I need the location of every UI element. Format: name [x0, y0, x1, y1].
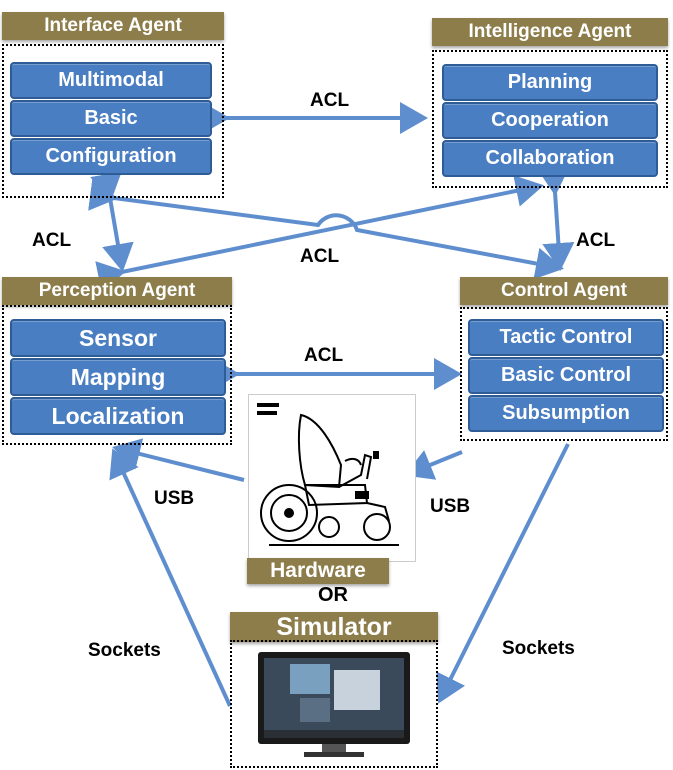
- acl-label-top: ACL: [310, 90, 350, 111]
- arrow-simulator-perception: [109, 448, 232, 707]
- module-basic: Basic: [10, 100, 212, 137]
- perception-agent-title: Perception Agent: [2, 277, 232, 305]
- module-cooperation: Cooperation: [442, 102, 658, 139]
- intelligence-agent: Intelligence Agent Planning Cooperation …: [432, 18, 668, 188]
- acl-label-middle: ACL: [304, 345, 344, 366]
- module-collaboration: Collaboration: [442, 140, 658, 177]
- acl-label-left: ACL: [32, 230, 72, 251]
- arrow-hardware-perception: [112, 438, 245, 482]
- interface-agent: Interface Agent Multimodal Basic Configu…: [2, 12, 224, 198]
- module-multimodal: Multimodal: [10, 62, 212, 99]
- module-basic-control: Basic Control: [468, 357, 664, 394]
- sockets-label-right: Sockets: [502, 638, 575, 659]
- wheelchair-icon: [257, 403, 399, 546]
- usb-label-left: USB: [154, 488, 195, 509]
- module-subsumption: Subsumption: [468, 395, 664, 432]
- intelligence-agent-title: Intelligence Agent: [432, 18, 668, 46]
- usb-label-right: USB: [430, 496, 471, 517]
- monitor-icon: [258, 652, 410, 757]
- module-localization: Localization: [10, 397, 226, 435]
- simulator-label: Simulator: [230, 612, 438, 642]
- arrow-control-simulator: [436, 443, 570, 704]
- perception-agent: Perception Agent Sensor Mapping Localiza…: [2, 277, 232, 445]
- arrow-control-hardware: [404, 450, 463, 480]
- module-mapping: Mapping: [10, 358, 226, 396]
- control-agent: Control Agent Tactic Control Basic Contr…: [460, 277, 668, 441]
- sockets-label-left: Sockets: [88, 640, 161, 661]
- module-sensor: Sensor: [10, 319, 226, 357]
- arrow-intelligence-control: [537, 166, 575, 271]
- control-agent-title: Control Agent: [460, 277, 668, 305]
- arrow-interface-perception: [90, 171, 134, 272]
- acl-label-right: ACL: [576, 230, 616, 251]
- simulator: Simulator: [230, 612, 440, 770]
- module-planning: Planning: [442, 64, 658, 101]
- module-configuration: Configuration: [10, 138, 212, 175]
- acl-label-center: ACL: [300, 246, 340, 267]
- interface-agent-title: Interface Agent: [2, 12, 224, 40]
- arrow-perception-intelligence: [95, 175, 544, 293]
- module-tactic-control: Tactic Control: [468, 319, 664, 356]
- hardware-label: Hardware: [247, 558, 389, 584]
- wheelchair-image: [248, 394, 416, 562]
- or-label: OR: [318, 584, 348, 606]
